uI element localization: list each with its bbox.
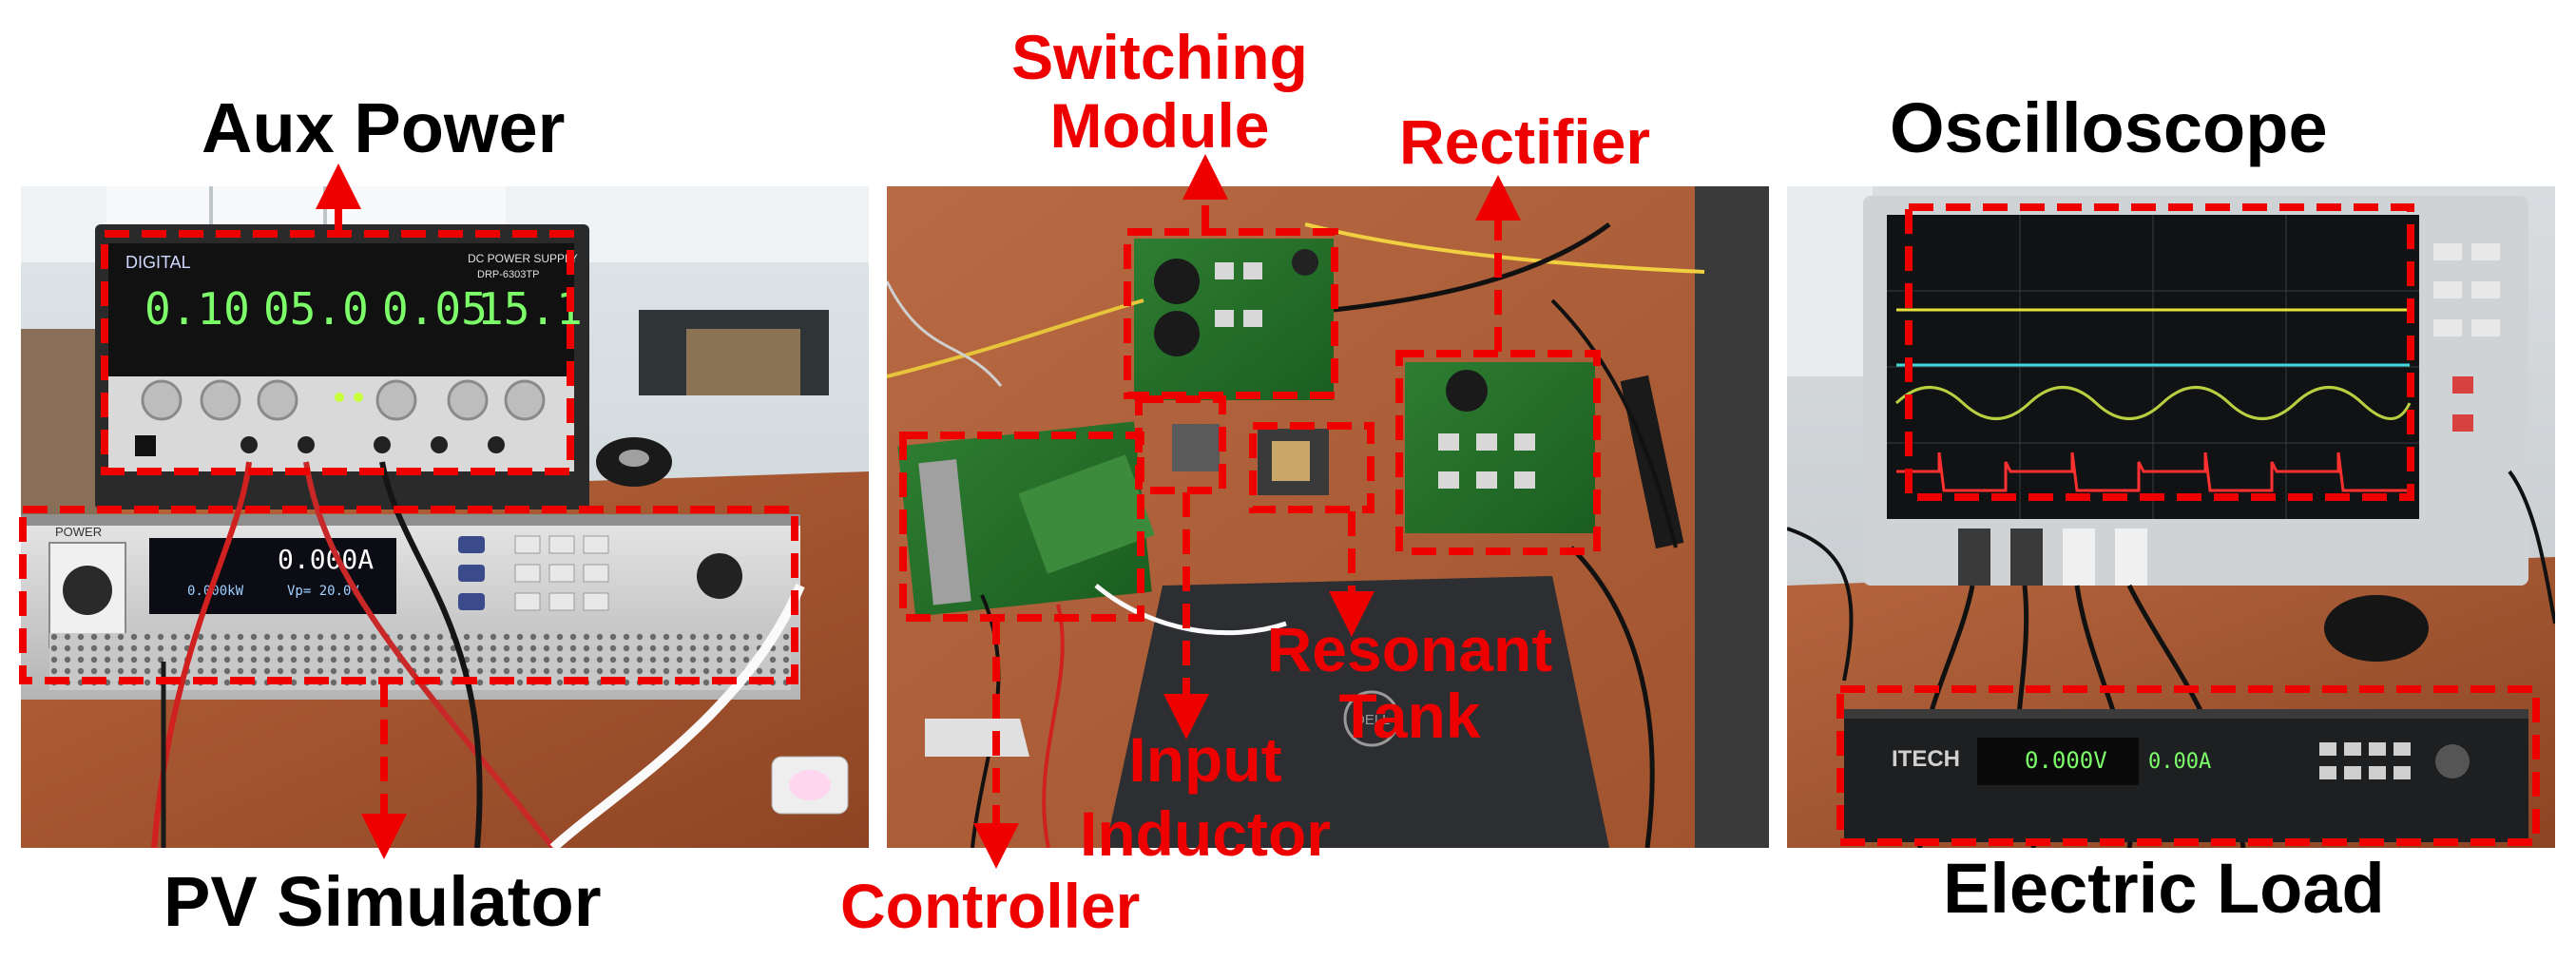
input-inductor-label: Input Inductor [1063, 722, 1348, 871]
input-inductor-label-line2: Inductor [1080, 798, 1331, 869]
input-inductor-label-line1: Input [1128, 724, 1282, 795]
aux-display-1: 0.10 [144, 283, 250, 335]
pv-display-voltage: Vp= 20.0V [287, 584, 359, 599]
switching-module-label: Switching Module [998, 23, 1321, 160]
load-brand: ITECH [1892, 746, 1960, 772]
resonant-tank-label-line2: Tank [1338, 681, 1481, 751]
switching-module-label-line1: Switching [1011, 22, 1308, 92]
photo-converter: DELL [887, 186, 1769, 848]
oscilloscope-label: Oscilloscope [1890, 88, 2328, 167]
aux-power-box [101, 230, 574, 475]
electric-load-label: Electric Load [1943, 849, 2385, 928]
photo-aux-and-pv: DIGITAL DC POWER SUPPLY DRP-6303TP 0.10 … [21, 186, 869, 848]
switching-module-box [1124, 228, 1338, 399]
aux-display-2: 05.0 [263, 283, 369, 335]
controller-box [899, 432, 1144, 622]
photo-scope-and-load: ITECH 0.000V 0.00A [1787, 186, 2555, 848]
oscilloscope-box [1905, 203, 2414, 501]
resonant-tank-label: Resonant Tank [1253, 616, 1567, 749]
pv-simulator-label: PV Simulator [163, 862, 602, 941]
photo-left-scene: DIGITAL DC POWER SUPPLY DRP-6303TP 0.10 … [21, 186, 869, 848]
aux-power-label: Aux Power [202, 88, 566, 167]
input-inductor-box [1135, 395, 1226, 494]
aux-brand-text: DIGITAL [125, 253, 191, 272]
switching-module-label-line2: Module [1049, 90, 1270, 161]
aux-display-3: 0.05 [382, 283, 488, 335]
load-display-current: 0.00A [2148, 750, 2211, 774]
rectifier-label: Rectifier [1399, 106, 1651, 177]
load-display-voltage: 0.000V [2025, 747, 2107, 774]
electric-load-box [1836, 685, 2540, 846]
controller-label: Controller [840, 871, 1141, 941]
resonant-tank-label-line1: Resonant [1266, 614, 1553, 684]
pv-display-power: 0.000kW [187, 584, 244, 599]
laptop-brand: DELL [1355, 712, 1391, 728]
aux-type-text: DC POWER SUPPLY [468, 252, 578, 265]
aux-model-text: DRP-6303TP [477, 269, 539, 280]
aux-display-4: 15.1 [477, 283, 583, 335]
rectifier-box [1395, 350, 1601, 555]
pv-simulator-box [19, 506, 798, 684]
photo-right-scene: ITECH 0.000V 0.00A [1787, 186, 2555, 848]
photo-middle-scene: DELL [887, 186, 1769, 848]
resonant-tank-box [1249, 422, 1375, 513]
pv-panel-label: POWER [55, 525, 102, 539]
pv-display-current: 0.000A [278, 544, 374, 575]
